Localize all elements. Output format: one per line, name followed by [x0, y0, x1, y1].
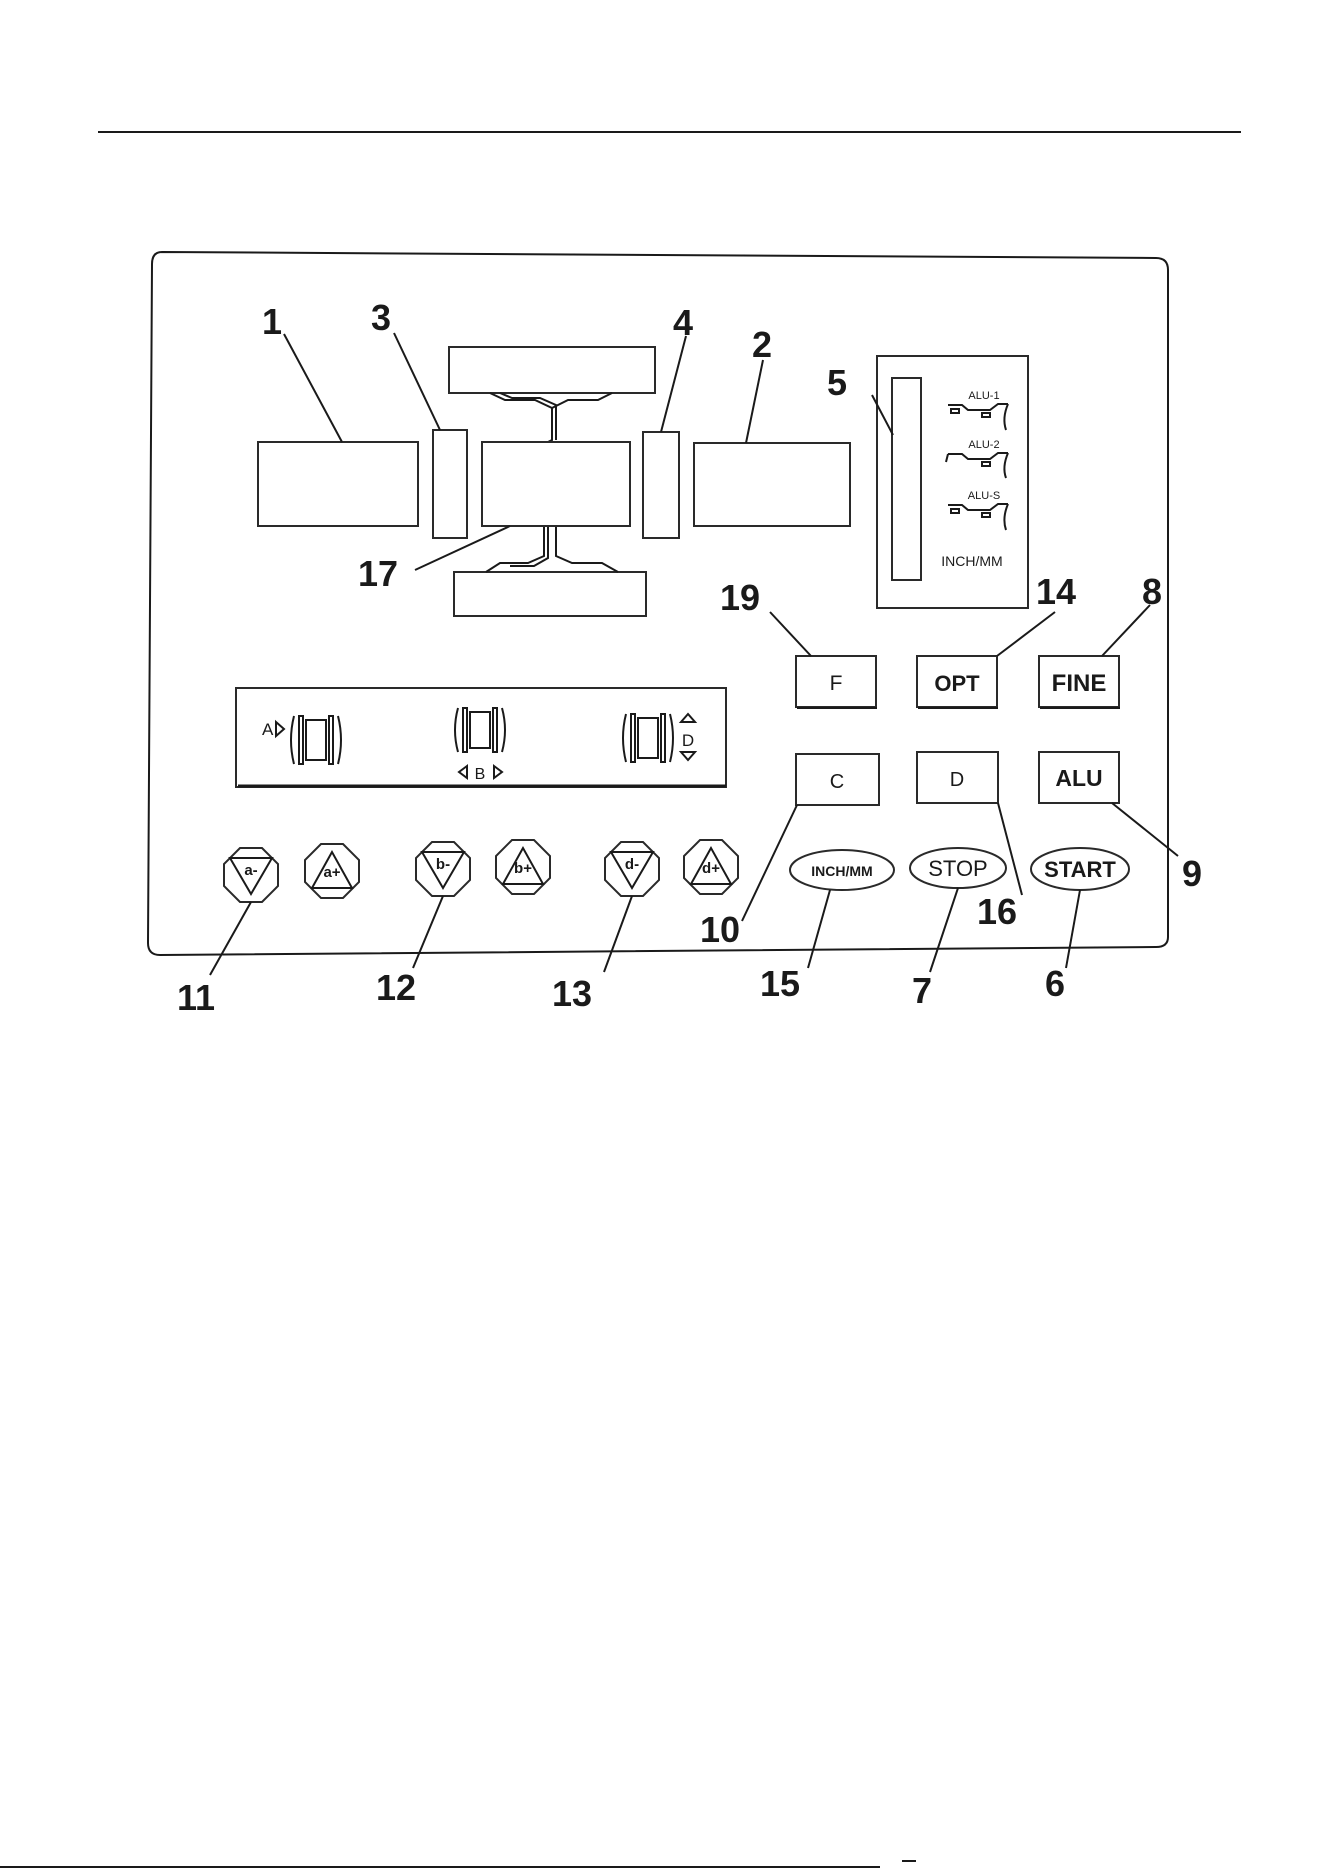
callout-14: 14 — [1036, 571, 1076, 612]
callout-15: 15 — [760, 963, 800, 1004]
d-plus-label: d+ — [702, 860, 720, 877]
b-plus-button[interactable]: b+ — [496, 840, 550, 894]
fine-button[interactable]: FINE — [1039, 656, 1120, 708]
dimension-b-label: B — [475, 766, 486, 783]
leader-14 — [997, 612, 1055, 656]
display-right-position — [643, 432, 679, 538]
leader-16 — [998, 803, 1022, 895]
d-minus-label: d- — [625, 856, 639, 873]
fine-button-label: FINE — [1052, 670, 1107, 697]
callout-16: 16 — [977, 891, 1017, 932]
callout-13: 13 — [552, 973, 592, 1014]
leader-10 — [742, 805, 797, 921]
rim-bottom-right-profile — [556, 526, 618, 572]
mode-indicator-bar — [892, 378, 921, 580]
opt-button-label: OPT — [934, 671, 980, 696]
c-button-label: C — [830, 771, 844, 793]
dimension-d-label: D — [682, 731, 694, 750]
inch-mm-indicator-label: INCH/MM — [941, 553, 1002, 569]
leader-11 — [210, 902, 251, 975]
stop-button[interactable]: STOP — [910, 848, 1006, 888]
leader-19 — [770, 612, 811, 656]
alu-button-label: ALU — [1055, 765, 1102, 791]
rim-top-left-profile — [490, 393, 552, 444]
b-minus-label: b- — [436, 856, 450, 873]
callout-5: 5 — [827, 362, 847, 403]
alu-s-label: ALU-S — [968, 490, 1000, 502]
display-right-main — [694, 443, 850, 526]
a-plus-label: a+ — [323, 864, 340, 881]
leader-8 — [1102, 605, 1150, 656]
d-minus-button[interactable]: d- — [605, 842, 659, 896]
alu-1-label: ALU-1 — [968, 390, 999, 402]
a-plus-button[interactable]: a+ — [305, 844, 359, 898]
inch-mm-button-label: INCH/MM — [811, 863, 872, 879]
callout-2: 2 — [752, 324, 772, 365]
dimension-a-label: A — [262, 720, 274, 739]
d-button-label: D — [950, 769, 964, 791]
callout-3: 3 — [371, 297, 391, 338]
a-minus-label: a- — [244, 862, 257, 879]
start-button[interactable]: START — [1031, 848, 1129, 890]
callout-6: 6 — [1045, 963, 1065, 1004]
page-bottom-tick — [902, 1860, 916, 1862]
alu-button[interactable]: ALU — [1039, 752, 1119, 803]
callout-17: 17 — [358, 553, 398, 594]
a-minus-button[interactable]: a- — [224, 848, 278, 902]
b-plus-label: b+ — [514, 860, 532, 877]
rim-bottom-inner-profile — [510, 526, 548, 566]
c-button[interactable]: C — [796, 754, 879, 805]
d-button[interactable]: D — [917, 752, 998, 803]
leader-2 — [746, 360, 763, 443]
f-button-label: F — [830, 672, 843, 695]
rim-top-right-profile — [552, 393, 612, 408]
leader-1 — [284, 334, 342, 442]
tire-top-block — [449, 347, 655, 393]
tire-bottom-block — [454, 572, 646, 616]
leader-7 — [930, 888, 958, 972]
callout-12: 12 — [376, 967, 416, 1008]
page-bottom-rule — [0, 1866, 880, 1868]
callout-11: 11 — [177, 977, 215, 1018]
display-left-main — [258, 442, 418, 526]
opt-button[interactable]: OPT — [917, 656, 998, 708]
callout-4: 4 — [673, 302, 693, 343]
leader-15 — [808, 890, 830, 968]
callout-10: 10 — [700, 909, 740, 950]
callout-19: 19 — [720, 577, 760, 618]
callout-1: 1 — [262, 301, 282, 342]
leader-13 — [604, 896, 632, 972]
inch-mm-button[interactable]: INCH/MM — [790, 850, 894, 890]
alu-2-label: ALU-2 — [968, 439, 999, 451]
d-plus-button[interactable]: d+ — [684, 840, 738, 894]
leader-6 — [1066, 890, 1080, 968]
stop-button-label: STOP — [928, 856, 988, 881]
callout-9: 9 — [1182, 853, 1202, 894]
display-center — [482, 442, 630, 526]
leader-12 — [413, 896, 443, 968]
leader-4 — [661, 336, 686, 432]
leader-3 — [394, 333, 440, 430]
f-button[interactable]: F — [796, 656, 877, 708]
display-left-position — [433, 430, 467, 538]
b-minus-button[interactable]: b- — [416, 842, 470, 896]
callout-8: 8 — [1142, 571, 1162, 612]
callout-7: 7 — [912, 970, 932, 1011]
start-button-label: START — [1044, 857, 1116, 882]
